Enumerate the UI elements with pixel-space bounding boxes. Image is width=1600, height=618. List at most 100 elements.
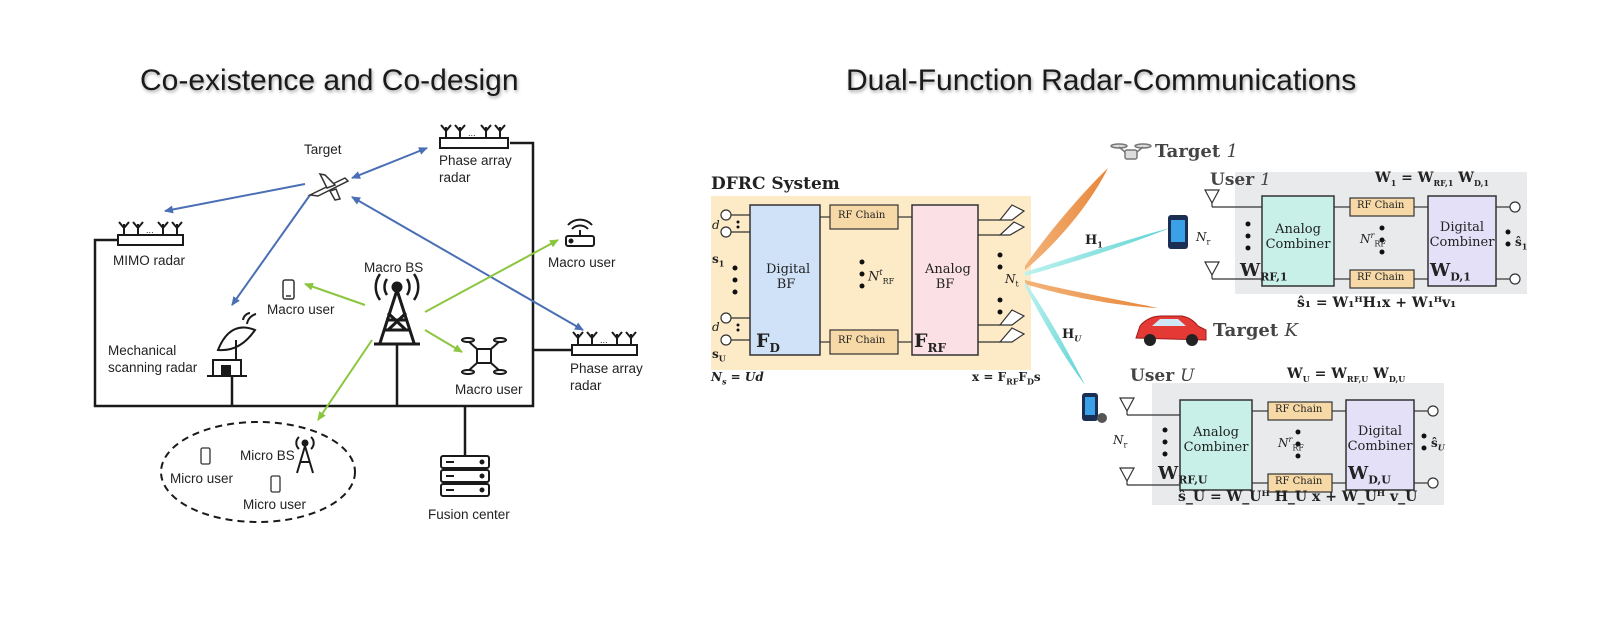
user-u-antennas — [1118, 397, 1180, 486]
user-u-nr-ant-symbol: N — [1113, 433, 1124, 447]
backhaul-lines — [93, 141, 575, 455]
user-u-wd-sub: D,U — [1368, 473, 1391, 487]
dfrc-input-ports — [720, 209, 750, 346]
macro-bs-label: Macro BS — [364, 260, 424, 275]
user-1-title: User 1 — [1210, 170, 1271, 190]
micro-bs-label: Micro BS — [240, 448, 295, 463]
drone-icon — [461, 337, 507, 375]
nt-label: Nt — [1005, 272, 1019, 288]
ns-equation: Ns = Ud — [711, 370, 764, 386]
svg-text:...: ... — [468, 129, 476, 138]
user-u-output-equation: ŝ_U = W_Uᴴ H_U x + W_Uᴴ v_U — [1178, 489, 1418, 505]
user-1-title-text: User — [1210, 170, 1255, 190]
micro-user-phone-icon — [200, 447, 211, 465]
user-1-wd-label: WD,1 — [1430, 260, 1471, 284]
dfrc-rf-chain-top — [829, 204, 899, 230]
user-u-digital-combiner — [1345, 399, 1415, 491]
micro-cell-boundary — [160, 421, 356, 523]
user-1-index: 1 — [1260, 170, 1271, 190]
hu-subscript: U — [1074, 333, 1082, 344]
frf-label: FRF — [914, 330, 946, 355]
fd-subscript: D — [769, 340, 780, 355]
fusion-center-label: Fusion center — [428, 507, 510, 522]
ns-subscript: s — [721, 376, 727, 387]
target-1-drone-icon — [1110, 143, 1152, 160]
h1-subscript: 1 — [1097, 239, 1103, 250]
user-u-analog-combiner — [1179, 399, 1253, 491]
user-u-wd-label: WD,U — [1348, 463, 1391, 487]
user-u-s-hat-label: ŝU — [1431, 436, 1445, 452]
frf-symbol: F — [914, 330, 928, 352]
target-1-index: 1 — [1226, 141, 1238, 162]
x-eq-end: s — [1033, 370, 1041, 384]
user-u-s-hat-sub: U — [1437, 442, 1445, 453]
user-1-s-hat-sub: 1 — [1521, 241, 1528, 252]
beam-user-1 — [1025, 228, 1170, 276]
user-1-nr-antennas-label: Nr — [1196, 230, 1210, 246]
su-subscript: U — [718, 353, 726, 364]
user-1-wd-symbol: W — [1430, 260, 1451, 281]
micro-user-phone-icon — [270, 475, 281, 493]
macro-user-drone-label: Macro user — [455, 382, 523, 397]
user-1-nr-label: NrRF — [1360, 231, 1386, 248]
user-u-wrf-label: WRF,U — [1158, 463, 1208, 487]
n-rf-sup: t — [879, 268, 883, 277]
user-1-digital-label: Digital Combiner — [1429, 220, 1495, 250]
airplane-icon — [307, 172, 350, 201]
x-eq-lhs: x = F — [972, 370, 1007, 384]
macro-user-left-label: Macro user — [267, 302, 335, 317]
user-u-phone-icon — [1082, 393, 1107, 423]
digital-bf-block — [749, 204, 821, 356]
micro-user-2-label: Micro user — [243, 497, 307, 512]
nt-subscript: t — [1015, 279, 1019, 289]
user-u-rf-chain-bottom-label: RF Chain — [1275, 476, 1323, 487]
right-panel-title: Dual-Function Radar-Communications — [846, 64, 1357, 97]
x-eq-mid: F — [1018, 370, 1027, 384]
dfrc-rf-chain-bottom-label: RF Chain — [838, 335, 886, 346]
user-1-digital-combiner — [1427, 195, 1497, 287]
macro-user-phone-icon — [282, 279, 295, 300]
dfrc-system-title: DFRC System — [711, 174, 840, 194]
target-1-text: Target — [1155, 141, 1221, 162]
user-u-wrf-symbol: W — [1158, 463, 1179, 484]
user-u-rf-chain-top-label: RF Chain — [1275, 404, 1323, 415]
w1-sub: 1 — [1390, 177, 1397, 188]
user-1-rf-chain-top-label: RF Chain — [1357, 200, 1405, 211]
user-u-analog-label: Analog Combiner — [1183, 425, 1249, 455]
s1-subscript: 1 — [718, 258, 725, 269]
user-1-analog-label: Analog Combiner — [1265, 222, 1331, 252]
macro-user-right-label: Macro user — [548, 255, 616, 270]
dfrc-antennas — [978, 204, 1026, 343]
macro-bs-tower-icon — [374, 273, 420, 346]
hu-label: HU — [1062, 327, 1081, 344]
svg-text:...: ... — [600, 336, 608, 345]
user-u-digital-label: Digital Combiner — [1347, 424, 1413, 454]
fd-symbol: F — [756, 330, 770, 352]
analog-bf-label: Analog BF — [925, 262, 971, 292]
dfrc-rf-chain-bottom — [829, 329, 899, 355]
beam-target-k — [1025, 280, 1158, 308]
user-u-nr-label: NrRF — [1278, 435, 1304, 452]
s1-label: s1 — [712, 252, 724, 268]
fusion-center-server-icon — [440, 455, 490, 497]
mechanical-radar-icon — [207, 312, 257, 377]
user-u-nr-sub: RF — [1292, 443, 1304, 453]
user-u-s-hat-symbol: ŝ — [1431, 436, 1438, 450]
x-sub-1: RF — [1006, 376, 1019, 387]
user-u-wd-symbol: W — [1348, 463, 1369, 484]
user-1-phone-icon — [1168, 215, 1188, 249]
w1-rhs: = W — [1396, 170, 1434, 186]
target-k-car-icon — [1135, 315, 1207, 346]
user-u-nr-ant-sub: r — [1123, 440, 1128, 450]
target-k-text: Target — [1213, 320, 1279, 341]
mimo-radar-icon: ... — [117, 221, 184, 246]
phase-array-top-label: Phase array radar — [439, 153, 512, 185]
user-1-nr-sup: r — [1370, 231, 1375, 240]
wu-sub: U — [1302, 373, 1310, 384]
w1-rhs-sub: RF,1 — [1433, 177, 1454, 188]
user-u-index: U — [1180, 366, 1195, 386]
user-u-nr-sup: r — [1288, 435, 1293, 444]
user-1-wrf-label: WRF,1 — [1240, 260, 1288, 284]
